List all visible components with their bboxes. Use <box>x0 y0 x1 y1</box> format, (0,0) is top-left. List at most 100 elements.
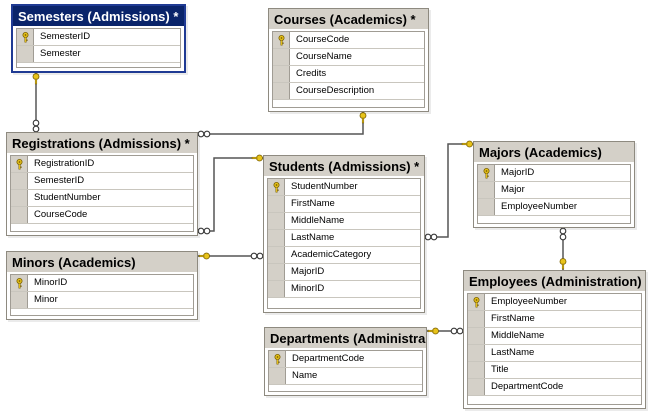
column-row[interactable]: Name <box>269 368 422 385</box>
table-minors[interactable]: Minors (Academics) MinorID Minor <box>6 251 198 320</box>
row-selector[interactable] <box>273 83 290 99</box>
table-title[interactable]: Courses (Academics) * <box>269 9 428 29</box>
column-row[interactable]: SemesterID <box>17 29 180 46</box>
column-row[interactable]: DepartmentCode <box>269 351 422 368</box>
row-selector[interactable] <box>268 196 285 212</box>
key-bow <box>359 112 367 119</box>
row-selector[interactable] <box>468 328 485 344</box>
relationship-registrations-students[interactable] <box>197 154 263 235</box>
row-selector[interactable] <box>468 379 485 395</box>
relationship-registrations-courses[interactable] <box>197 112 367 138</box>
one-end-key-icon <box>559 258 567 270</box>
many-end-icon <box>559 233 567 241</box>
row-selector[interactable] <box>468 362 485 378</box>
column-name: MajorID <box>501 167 535 178</box>
row-selector[interactable] <box>268 213 285 229</box>
primary-key-icon[interactable] <box>478 165 495 181</box>
relationship-students-majors[interactable] <box>424 140 473 241</box>
column-row[interactable]: LastName <box>468 345 641 362</box>
table-registrations[interactable]: Registrations (Admissions) *Registration… <box>6 132 198 236</box>
column-row[interactable]: MajorID <box>268 264 420 281</box>
column-row[interactable]: Credits <box>273 66 424 83</box>
relationship-employees-departments[interactable] <box>427 327 464 335</box>
column-row[interactable]: AcademicCategory <box>268 247 420 264</box>
column-row[interactable]: CourseName <box>273 49 424 66</box>
row-selector[interactable] <box>11 190 28 206</box>
primary-key-icon[interactable] <box>17 29 34 45</box>
table-title[interactable]: Registrations (Admissions) * <box>7 133 197 153</box>
column-row[interactable]: StudentNumber <box>268 179 420 196</box>
column-row[interactable]: FirstName <box>468 311 641 328</box>
row-selector[interactable] <box>273 49 290 65</box>
column-row[interactable]: MinorID <box>268 281 420 298</box>
column-row[interactable]: CourseCode <box>273 32 424 49</box>
primary-key-icon[interactable] <box>268 179 285 195</box>
column-row[interactable]: Title <box>468 362 641 379</box>
primary-key-icon[interactable] <box>269 351 286 367</box>
column-row[interactable]: LastName <box>268 230 420 247</box>
column-row[interactable]: SemesterID <box>11 173 193 190</box>
column-name: RegistrationID <box>34 158 95 169</box>
row-selector[interactable] <box>11 173 28 189</box>
column-row[interactable]: MinorID <box>11 275 193 292</box>
table-employees[interactable]: Employees (Administration) EmployeeNumber… <box>463 270 646 409</box>
column-row[interactable]: CourseDescription <box>273 83 424 100</box>
row-selector[interactable] <box>268 230 285 246</box>
column-row[interactable]: MiddleName <box>468 328 641 345</box>
column-row[interactable]: FirstName <box>268 196 420 213</box>
table-title[interactable]: Majors (Academics) <box>474 142 634 162</box>
primary-key-icon[interactable] <box>11 275 28 291</box>
row-selector[interactable] <box>268 247 285 263</box>
row-selector[interactable] <box>11 207 28 223</box>
table-title[interactable]: Students (Admissions) * <box>264 156 424 176</box>
row-selector[interactable] <box>468 345 485 361</box>
column-row[interactable]: RegistrationID <box>11 156 193 173</box>
table-semesters[interactable]: Semesters (Admissions) * SemesterID Semest… <box>11 4 186 73</box>
relationship-majors-employees[interactable] <box>559 227 567 270</box>
column-row[interactable]: Semester <box>17 46 180 63</box>
column-row[interactable]: EmployeeNumber <box>478 199 630 216</box>
primary-key-icon[interactable] <box>273 32 290 48</box>
column-row[interactable]: EmployeeNumber <box>468 294 641 311</box>
key-shaft <box>198 254 205 258</box>
row-selector[interactable] <box>478 199 495 215</box>
primary-key-icon[interactable] <box>11 156 28 172</box>
column-name: SemesterID <box>40 31 91 42</box>
column-name: AcademicCategory <box>291 249 372 260</box>
table-title[interactable]: Departments (Administra <box>265 328 426 348</box>
many-end-icon <box>256 252 264 260</box>
column-name: EmployeeNumber <box>501 201 578 212</box>
column-row[interactable]: MajorID <box>478 165 630 182</box>
column-row[interactable]: Minor <box>11 292 193 309</box>
table-title[interactable]: Semesters (Admissions) * <box>13 6 184 26</box>
column-row[interactable]: DepartmentCode <box>468 379 641 396</box>
row-selector[interactable] <box>268 281 285 297</box>
column-row[interactable]: CourseCode <box>11 207 193 224</box>
column-name: StudentNumber <box>291 181 358 192</box>
row-selector[interactable] <box>17 46 34 62</box>
row-selector[interactable] <box>268 264 285 280</box>
column-row[interactable]: MiddleName <box>268 213 420 230</box>
table-title[interactable]: Minors (Academics) <box>7 252 197 272</box>
relationship-registrations-semesters[interactable] <box>32 73 40 133</box>
relationship-students-minors[interactable] <box>198 252 264 260</box>
row-selector[interactable] <box>478 182 495 198</box>
row-selector[interactable] <box>273 66 290 82</box>
many-end-icon <box>203 130 211 138</box>
row-selector[interactable] <box>269 368 286 384</box>
column-row[interactable]: Major <box>478 182 630 199</box>
column-name: MinorID <box>291 283 325 294</box>
column-name: MinorID <box>34 277 68 288</box>
primary-key-icon[interactable] <box>468 294 485 310</box>
row-selector[interactable] <box>11 292 28 308</box>
table-title[interactable]: Employees (Administration) <box>464 271 645 291</box>
row-selector[interactable] <box>468 311 485 327</box>
column-row[interactable]: StudentNumber <box>11 190 193 207</box>
